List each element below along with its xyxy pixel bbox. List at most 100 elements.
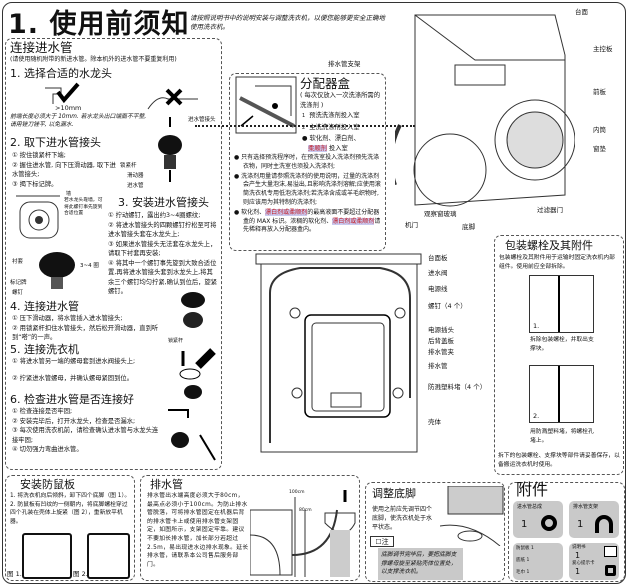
label-lock-lever-2: 锁紧杆	[168, 338, 184, 344]
label-drain-hose: 排水管	[428, 362, 448, 370]
feet-title: 调整底脚	[372, 487, 416, 500]
step3-title: 3. 安装进水管接头	[118, 196, 209, 209]
wall-connector-illustration	[16, 195, 60, 239]
step2-item: ② 握住进水管, 向下压滑动器, 取下进水管接头;	[12, 161, 116, 179]
dispenser-title: 分配器盒	[300, 76, 351, 91]
rat-guard-title: 安装防鼠板	[20, 478, 75, 491]
step2-title: 2. 取下进水管接头	[10, 136, 101, 149]
rat-guard-fig1	[22, 533, 72, 579]
hose-connector-illustration	[158, 117, 182, 182]
step6-item: ① 检查连接是否牢固;	[12, 408, 73, 415]
label-inlet-hose: 进水管	[127, 183, 144, 189]
dispenser-bullet: ● 洗涤剂用量请参照洗涤剂的使用说明，过量的洗涤剂会产生大量泡沫,易溢出,且影响…	[234, 172, 381, 206]
label-connector: 进水管接头	[188, 117, 216, 123]
label-drain-clip: 排水管夹	[428, 348, 454, 356]
label-wall-note: 若水龙头靠墙，可将此螺钉事先旋到合适位置	[64, 198, 103, 216]
packing-fig2: 2.	[529, 365, 594, 423]
legend-softener: ● 软化剂、漂白剂、 柔顺剂 投入室	[302, 135, 360, 152]
label-turns: 3~4 圈	[80, 263, 99, 269]
inlet-note: (请使用随机附带的新进水管。除本机外的进水管不要重复利用)	[10, 56, 177, 63]
dispenser-bullets: ● 只有选择预洗程序时，在预洗室投入洗涤剂预先洗涤衣物，同时主洗室也须投入洗涤剂…	[234, 154, 384, 235]
label-wall: 墙	[66, 191, 72, 197]
accessory-rat-guard: 防鼠板 1	[516, 546, 534, 551]
label-back-cover: 后背盖板	[428, 337, 454, 345]
step4-item: ① 压下滑动器，将水管插入进水管接头;	[12, 315, 123, 322]
legend-prewash: 1 预洗洗涤剂投入室	[302, 112, 360, 119]
step4-item: ② 用锁紧杆扣住水管接头，然后松开滑动器，直到听到“嗒”的一声。	[12, 324, 159, 342]
page-title: 1. 使用前须知	[8, 9, 190, 40]
faucet-ok-illustration	[45, 82, 80, 104]
step4-list: ① 压下滑动器，将水管插入进水管接头; ② 用锁紧杆扣住水管接头，然后松开滑动器…	[12, 314, 162, 343]
label-screws: 螺钉（4 个）	[428, 302, 467, 310]
accessory-documents: 说明书 1 爱心提示卡 1	[569, 543, 619, 580]
label-filter-door: 过滤器门	[537, 206, 563, 214]
dispenser-legend: 1 预洗洗涤剂投入室 2 主洗洗涤剂投入室 ● 软化剂、漂白剂、 柔顺剂 投入室	[302, 111, 384, 153]
fig2-label: 2.	[533, 412, 540, 420]
step5-item: ② 拧紧进水管螺母，并确认螺母紧固到位。	[12, 375, 133, 382]
legend-mainwash: 2 主洗洗涤剂投入室	[302, 123, 360, 131]
rat-guard-item: 2. 防鼠板有凹纹的一侧朝内，将底脚螺栓穿过四个孔装在壳体上旋紧（图 2），重新…	[10, 501, 128, 525]
hose-coil-icon	[541, 515, 557, 531]
inlet-section	[5, 38, 222, 470]
accessory-towel: 毛巾 1	[516, 570, 530, 575]
rat-guard-fig2	[87, 533, 130, 579]
label-gasket: 窗垫	[593, 145, 606, 153]
label-top-board: 台面板	[428, 254, 448, 262]
faucet-bad-illustration	[147, 88, 198, 110]
label-window-glass: 观察窗玻璃	[424, 210, 457, 218]
step6-item: ② 安装完毕后，打开水龙头，检查是否漏水;	[12, 417, 136, 425]
valve-connect-illustration	[179, 348, 216, 399]
accessories-section	[508, 482, 625, 582]
accessory-qty: 1	[577, 519, 584, 530]
label-power-cord: 电源线	[428, 285, 448, 293]
packing-title: 包装螺栓及其附件	[505, 239, 593, 252]
label-door: 机门	[405, 221, 418, 229]
dispenser-note: ( 每次仅放入一次洗涤所需的洗涤剂 )	[300, 92, 381, 109]
packing-section	[494, 235, 624, 475]
accessory-name: 排水管支架	[573, 504, 599, 510]
label-inlet-valve: 进水阀	[428, 269, 448, 277]
dispenser-bullet: ● 只有选择预洗程序时，在预洗室投入洗涤剂预先洗涤衣物，同时主洗室也须投入洗涤剂…	[234, 154, 380, 170]
step3-item: ① 拧动螺钉，露出约3~4圈螺纹;	[108, 212, 201, 219]
label-bushing: 衬套	[12, 259, 24, 265]
step6-list: ① 检查连接是否牢固; ② 安装完毕后，打开水龙头，检查是否漏水; ③ 每次使用…	[12, 407, 160, 455]
label-lock-lever: 锁紧杆	[120, 163, 137, 169]
accessory-card: 爱心提示卡	[572, 561, 595, 566]
washer-back-illustration	[255, 253, 422, 453]
rat-guard-list: 1. 将洗衣机向后倾斜，卸下四个底脚（图 1）。 2. 防鼠板有凹纹的一侧朝内，…	[10, 492, 132, 526]
drain-text: 排水管出水端高度必须大于80cm，最高点必须小于100cm。为防止排水管脱落，可…	[147, 493, 249, 568]
drain-title: 排水管	[150, 478, 183, 491]
step2-list: ① 按住锁紧杆下端; ② 握住进水管, 向下压滑动器, 取下进水管接头; ③ 揭…	[12, 151, 116, 189]
step5-item: ① 将进水管另一端的螺母套到进水阀接头上;	[12, 358, 136, 365]
step1-title: 1. 选择合适的水龙头	[10, 67, 112, 80]
feet-note: 底脚调节完毕后，要把底脚支撑螺母旋至紧贴壳体位置处，以支撑洗衣机。	[378, 548, 463, 580]
feet-text: 使用之前应先调节四个底脚，使洗衣机处于水平状态。	[372, 506, 433, 531]
label-tag: 标记牌	[10, 280, 27, 286]
step2-item: ③ 揭下标记牌。	[12, 180, 58, 188]
accessory-inlet-hose: 进水管总成 1	[513, 501, 563, 538]
dispenser-drawer-illustration	[235, 76, 297, 134]
step6-item: ③ 每次使用洗衣机前，请检查确认进水管与水龙头连接牢固;	[12, 427, 159, 444]
drain-height-illustration	[250, 490, 356, 577]
foot-adjust-illustration	[440, 486, 504, 546]
accessory-manual: 说明书	[572, 545, 586, 550]
label-control-panel: 主控板	[593, 45, 613, 53]
step3-list: ① 拧动螺钉，露出约3~4圈螺纹; ② 将进水管接头的四颗螺钉拧松至可将进水管接…	[108, 211, 218, 297]
drain-dim-100: 100cm	[289, 490, 305, 495]
step2-item: ① 按住锁紧杆下端;	[12, 152, 66, 159]
rat-guard-section	[5, 475, 135, 581]
dispenser-bullet: ● 软化剂、漂白剂或柔顺剂的最高液面不要超过分配器盒的 MAX 标识。浓稠的软化…	[234, 208, 381, 234]
leak-check-illustration	[168, 409, 216, 461]
accessory-drain-bracket: 排水管支架 1	[569, 501, 619, 538]
fig1-label: 1.	[533, 322, 540, 330]
feet-section	[365, 482, 505, 582]
packing-intro: 包装螺栓及其附件用于运输时固定洗衣机内部组件。使用前应全部拆除。	[499, 255, 615, 270]
washer-front-illustration	[395, 14, 575, 207]
step1-note: 前端长度必须大于 10mm. 若水龙头出口端面不平整, 请用锉刀锉平, 以免漏水…	[10, 114, 147, 128]
label-foot: 底脚	[462, 223, 475, 231]
step6-title: 6. 检查进水管是否连接好	[10, 393, 134, 406]
manual-icon	[604, 546, 617, 557]
label-cabinet: 壳体	[428, 418, 441, 426]
accessory-qty: 1	[575, 567, 581, 576]
rat-fig2-label: 图 2.	[73, 570, 88, 578]
